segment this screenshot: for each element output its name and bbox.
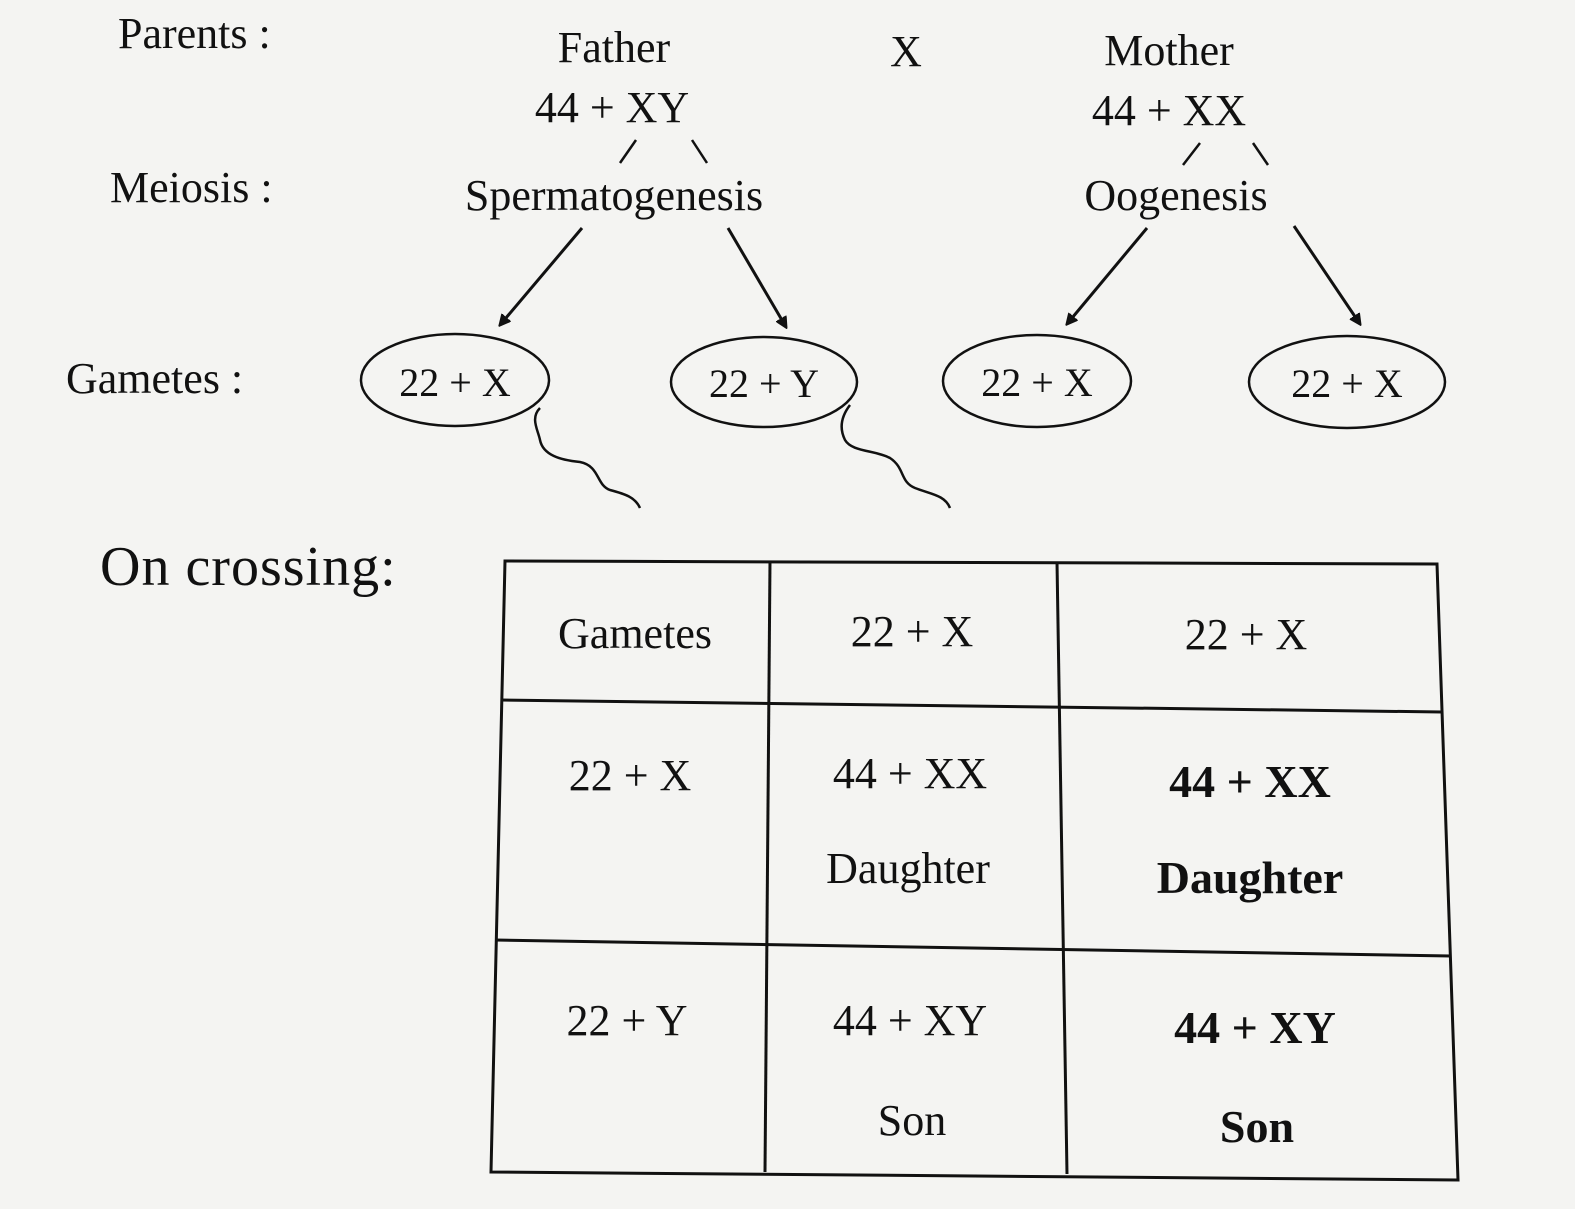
mother-slash-left [1182,142,1201,166]
father-slash-right [690,139,709,164]
punnett-border [489,559,1460,1182]
cross-symbol: X [890,27,922,76]
row-gamete-y: 22 + Y [567,996,688,1045]
egg-gamete-1-label: 22 + X [981,360,1093,405]
cell-r1c1-genotype: 44 + XX [833,749,987,798]
cell-r1c2-genotype: 44 + XX [1169,756,1331,807]
meiosis-label: Meiosis : [110,163,273,212]
header-gametes: Gametes [558,609,712,658]
egg-gamete-2: 22 + X [1247,334,1447,430]
punnett-vline-2 [1055,561,1069,1175]
cell-r2c1-sex: Son [878,1096,946,1145]
sperm-gamete-x: 22 + X [359,332,642,509]
punnett-vline-1 [763,560,772,1173]
father-title: Father [558,23,671,72]
arrow-father-right [726,227,786,327]
punnett-hline-2 [494,938,1452,958]
sperm-gamete-y: 22 + Y [669,335,952,509]
header-egg-1: 22 + X [851,607,974,656]
egg-gamete-2-label: 22 + X [1291,361,1403,406]
arrow-mother-left [1067,227,1149,324]
father-slash-left [618,139,638,164]
egg-gamete-1: 22 + X [941,333,1133,429]
cell-r2c1-genotype: 44 + XY [833,996,987,1045]
header-egg-2: 22 + X [1185,610,1308,659]
cell-r1c1-sex: Daughter [826,844,990,893]
mother-title: Mother [1104,26,1234,75]
gametes-label: Gametes : [66,354,243,403]
arrow-father-left [500,227,584,325]
cell-r2c2-sex: Son [1220,1101,1294,1152]
sperm-gamete-x-label: 22 + X [399,360,511,405]
on-crossing-label: On crossing: [100,536,397,598]
arrow-mother-right [1292,225,1360,324]
mother-slash-right [1251,142,1270,166]
row-gamete-x: 22 + X [569,751,692,800]
father-genotype: 44 + XY [535,83,689,132]
cell-r1c2-sex: Daughter [1157,852,1344,903]
sperm-gamete-y-label: 22 + Y [709,361,819,406]
punnett-hline-1 [500,698,1443,714]
mother-genotype: 44 + XX [1092,86,1246,135]
punnett-square: Gametes 22 + X 22 + X 22 + X 44 + XX Dau… [489,559,1460,1182]
parents-label: Parents : [118,9,271,58]
mother-process: Oogenesis [1084,171,1267,220]
cell-r2c2-genotype: 44 + XY [1174,1002,1336,1053]
father-process: Spermatogenesis [465,171,763,220]
